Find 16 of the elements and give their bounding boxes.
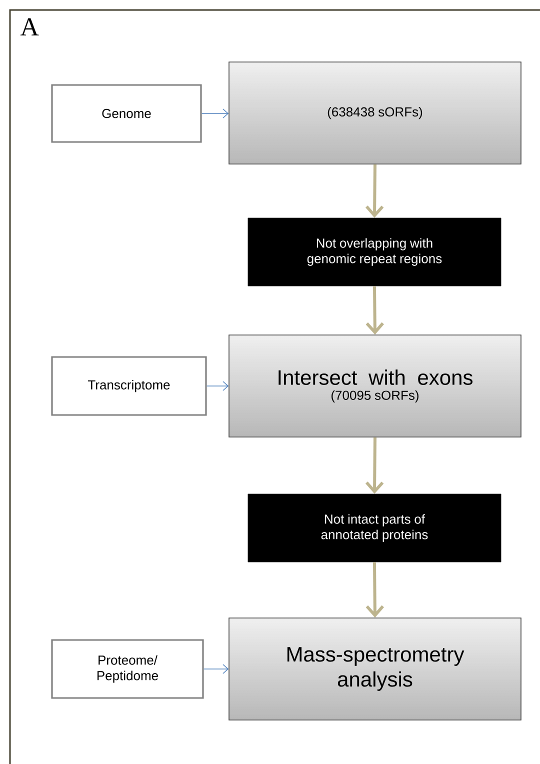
process-box: Intersect with exons (70095 sORFs) xyxy=(228,334,522,438)
arrow xyxy=(365,164,384,218)
input-box: Genome xyxy=(51,84,202,143)
input-box: Transcriptome xyxy=(51,356,207,416)
process-box: Mass-spectrometry analysis xyxy=(228,618,522,720)
process-box: (638438 sORFs) xyxy=(228,62,522,164)
arrow xyxy=(203,664,229,674)
arrow xyxy=(365,437,384,494)
panel-letter: A xyxy=(20,18,39,36)
arrow xyxy=(366,286,384,335)
arrow xyxy=(201,108,229,118)
arrow xyxy=(206,381,229,391)
arrow xyxy=(366,562,384,618)
input-box: Proteome/ Peptidome xyxy=(51,639,204,699)
filter-box: Not overlapping with genomic repeat regions xyxy=(248,218,502,286)
filter-box: Not intact parts of annotated proteins xyxy=(248,494,502,562)
